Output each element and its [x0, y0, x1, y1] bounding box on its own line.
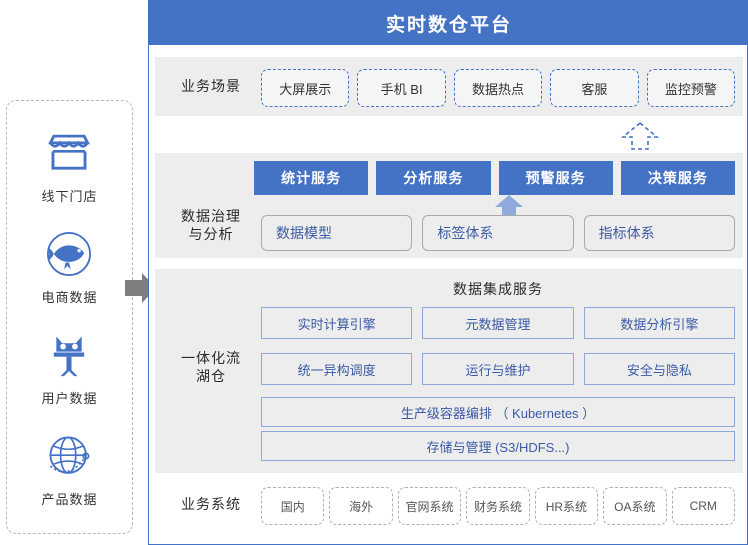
- data-sources-panel: 线下门店 电商数据 用户数据: [6, 100, 133, 534]
- data-source-label: 用户数据: [41, 391, 98, 406]
- system-item[interactable]: 海外: [329, 487, 393, 525]
- lakehouse-item-metadata-mgmt[interactable]: 元数据管理: [422, 307, 574, 339]
- integration-service-title: 数据集成服务: [453, 281, 543, 297]
- governance-asset-metric-system[interactable]: 指标体系: [583, 215, 735, 251]
- service-item-decision[interactable]: 决策服务: [620, 161, 735, 195]
- service-item-statistics[interactable]: 统计服务: [254, 161, 369, 195]
- lakehouse-label-line2: 湖仓: [196, 368, 226, 384]
- system-item[interactable]: 财务系统: [466, 487, 530, 525]
- globe-icon: [49, 436, 90, 474]
- systems-row-label: 业务系统: [181, 496, 241, 512]
- system-item[interactable]: 国内: [261, 487, 325, 525]
- service-item-analysis[interactable]: 分析服务: [376, 161, 491, 195]
- data-source-label: 产品数据: [41, 492, 98, 507]
- data-source-product[interactable]: 产品数据: [41, 429, 97, 508]
- scenario-item[interactable]: 大屏展示: [261, 69, 350, 107]
- data-source-label: 线下门店: [41, 189, 98, 204]
- data-source-offline-store[interactable]: 线下门店: [41, 126, 97, 205]
- lakehouse-item-orchestration[interactable]: 生产级容器编排 （ Kubernetes ）: [261, 397, 735, 427]
- lakehouse-row-label: 一体化流 湖仓: [163, 349, 259, 385]
- governance-assets-list: 数据模型 标签体系 指标体系: [261, 215, 735, 251]
- scenarios-list: 大屏展示 手机 BI 数据热点 客服 监控预警: [261, 69, 736, 107]
- governance-label-line1: 数据治理: [181, 208, 241, 224]
- dashed-up-arrow-icon: [621, 122, 659, 150]
- scenario-item[interactable]: 数据热点: [453, 69, 543, 107]
- platform-panel: 实时数仓平台 业务场景 大屏展示 手机 BI 数据热点 客服 监控预警 数据治理…: [148, 0, 748, 545]
- governance-row-label: 数据治理 与分析: [163, 207, 259, 243]
- data-source-ecommerce[interactable]: 电商数据: [41, 227, 97, 306]
- lakehouse-item-unified-scheduling[interactable]: 统一异构调度: [261, 353, 413, 385]
- system-item[interactable]: HR系统: [534, 487, 599, 525]
- governance-label-line2: 与分析: [188, 226, 234, 242]
- lakehouse-row-1: 实时计算引擎 元数据管理 数据分析引擎: [261, 307, 735, 339]
- lakehouse-row-2: 统一异构调度 运行与维护 安全与隐私: [261, 353, 735, 385]
- cat-figure-icon: [54, 336, 85, 377]
- data-source-label: 电商数据: [41, 290, 98, 305]
- solid-up-arrow-icon: [495, 195, 523, 217]
- scenario-item[interactable]: 客服: [550, 69, 639, 107]
- systems-list: 国内 海外 官网系统 财务系统 HR系统 OA系统 CRM: [261, 487, 735, 525]
- lakehouse-item-analytics-engine[interactable]: 数据分析引擎: [583, 307, 735, 339]
- scenarios-band: [155, 57, 743, 116]
- scenario-item[interactable]: 监控预警: [646, 69, 736, 107]
- system-item[interactable]: OA系统: [603, 487, 667, 525]
- page-title: 实时数仓平台: [149, 1, 748, 45]
- scenario-item[interactable]: 手机 BI: [357, 69, 446, 107]
- governance-asset-tag-system[interactable]: 标签体系: [422, 215, 574, 251]
- services-list: 统计服务 分析服务 预警服务 决策服务: [254, 161, 735, 195]
- storefront-icon: [48, 134, 91, 170]
- system-item[interactable]: 官网系统: [397, 487, 462, 525]
- lakehouse-label-line1: 一体化流: [181, 350, 241, 366]
- scenarios-row-label: 业务场景: [181, 78, 241, 94]
- lakehouse-item-realtime-engine[interactable]: 实时计算引擎: [261, 307, 413, 339]
- lakehouse-item-storage[interactable]: 存储与管理 (S3/HDFS...): [261, 431, 735, 461]
- system-item[interactable]: CRM: [671, 487, 735, 525]
- data-source-user[interactable]: 用户数据: [41, 328, 97, 407]
- service-item-alert[interactable]: 预警服务: [498, 161, 613, 195]
- fish-circle-icon: [47, 231, 92, 277]
- lakehouse-item-ops-maintenance[interactable]: 运行与维护: [422, 353, 574, 385]
- governance-asset-data-model[interactable]: 数据模型: [261, 215, 413, 251]
- lakehouse-item-security-privacy[interactable]: 安全与隐私: [583, 353, 735, 385]
